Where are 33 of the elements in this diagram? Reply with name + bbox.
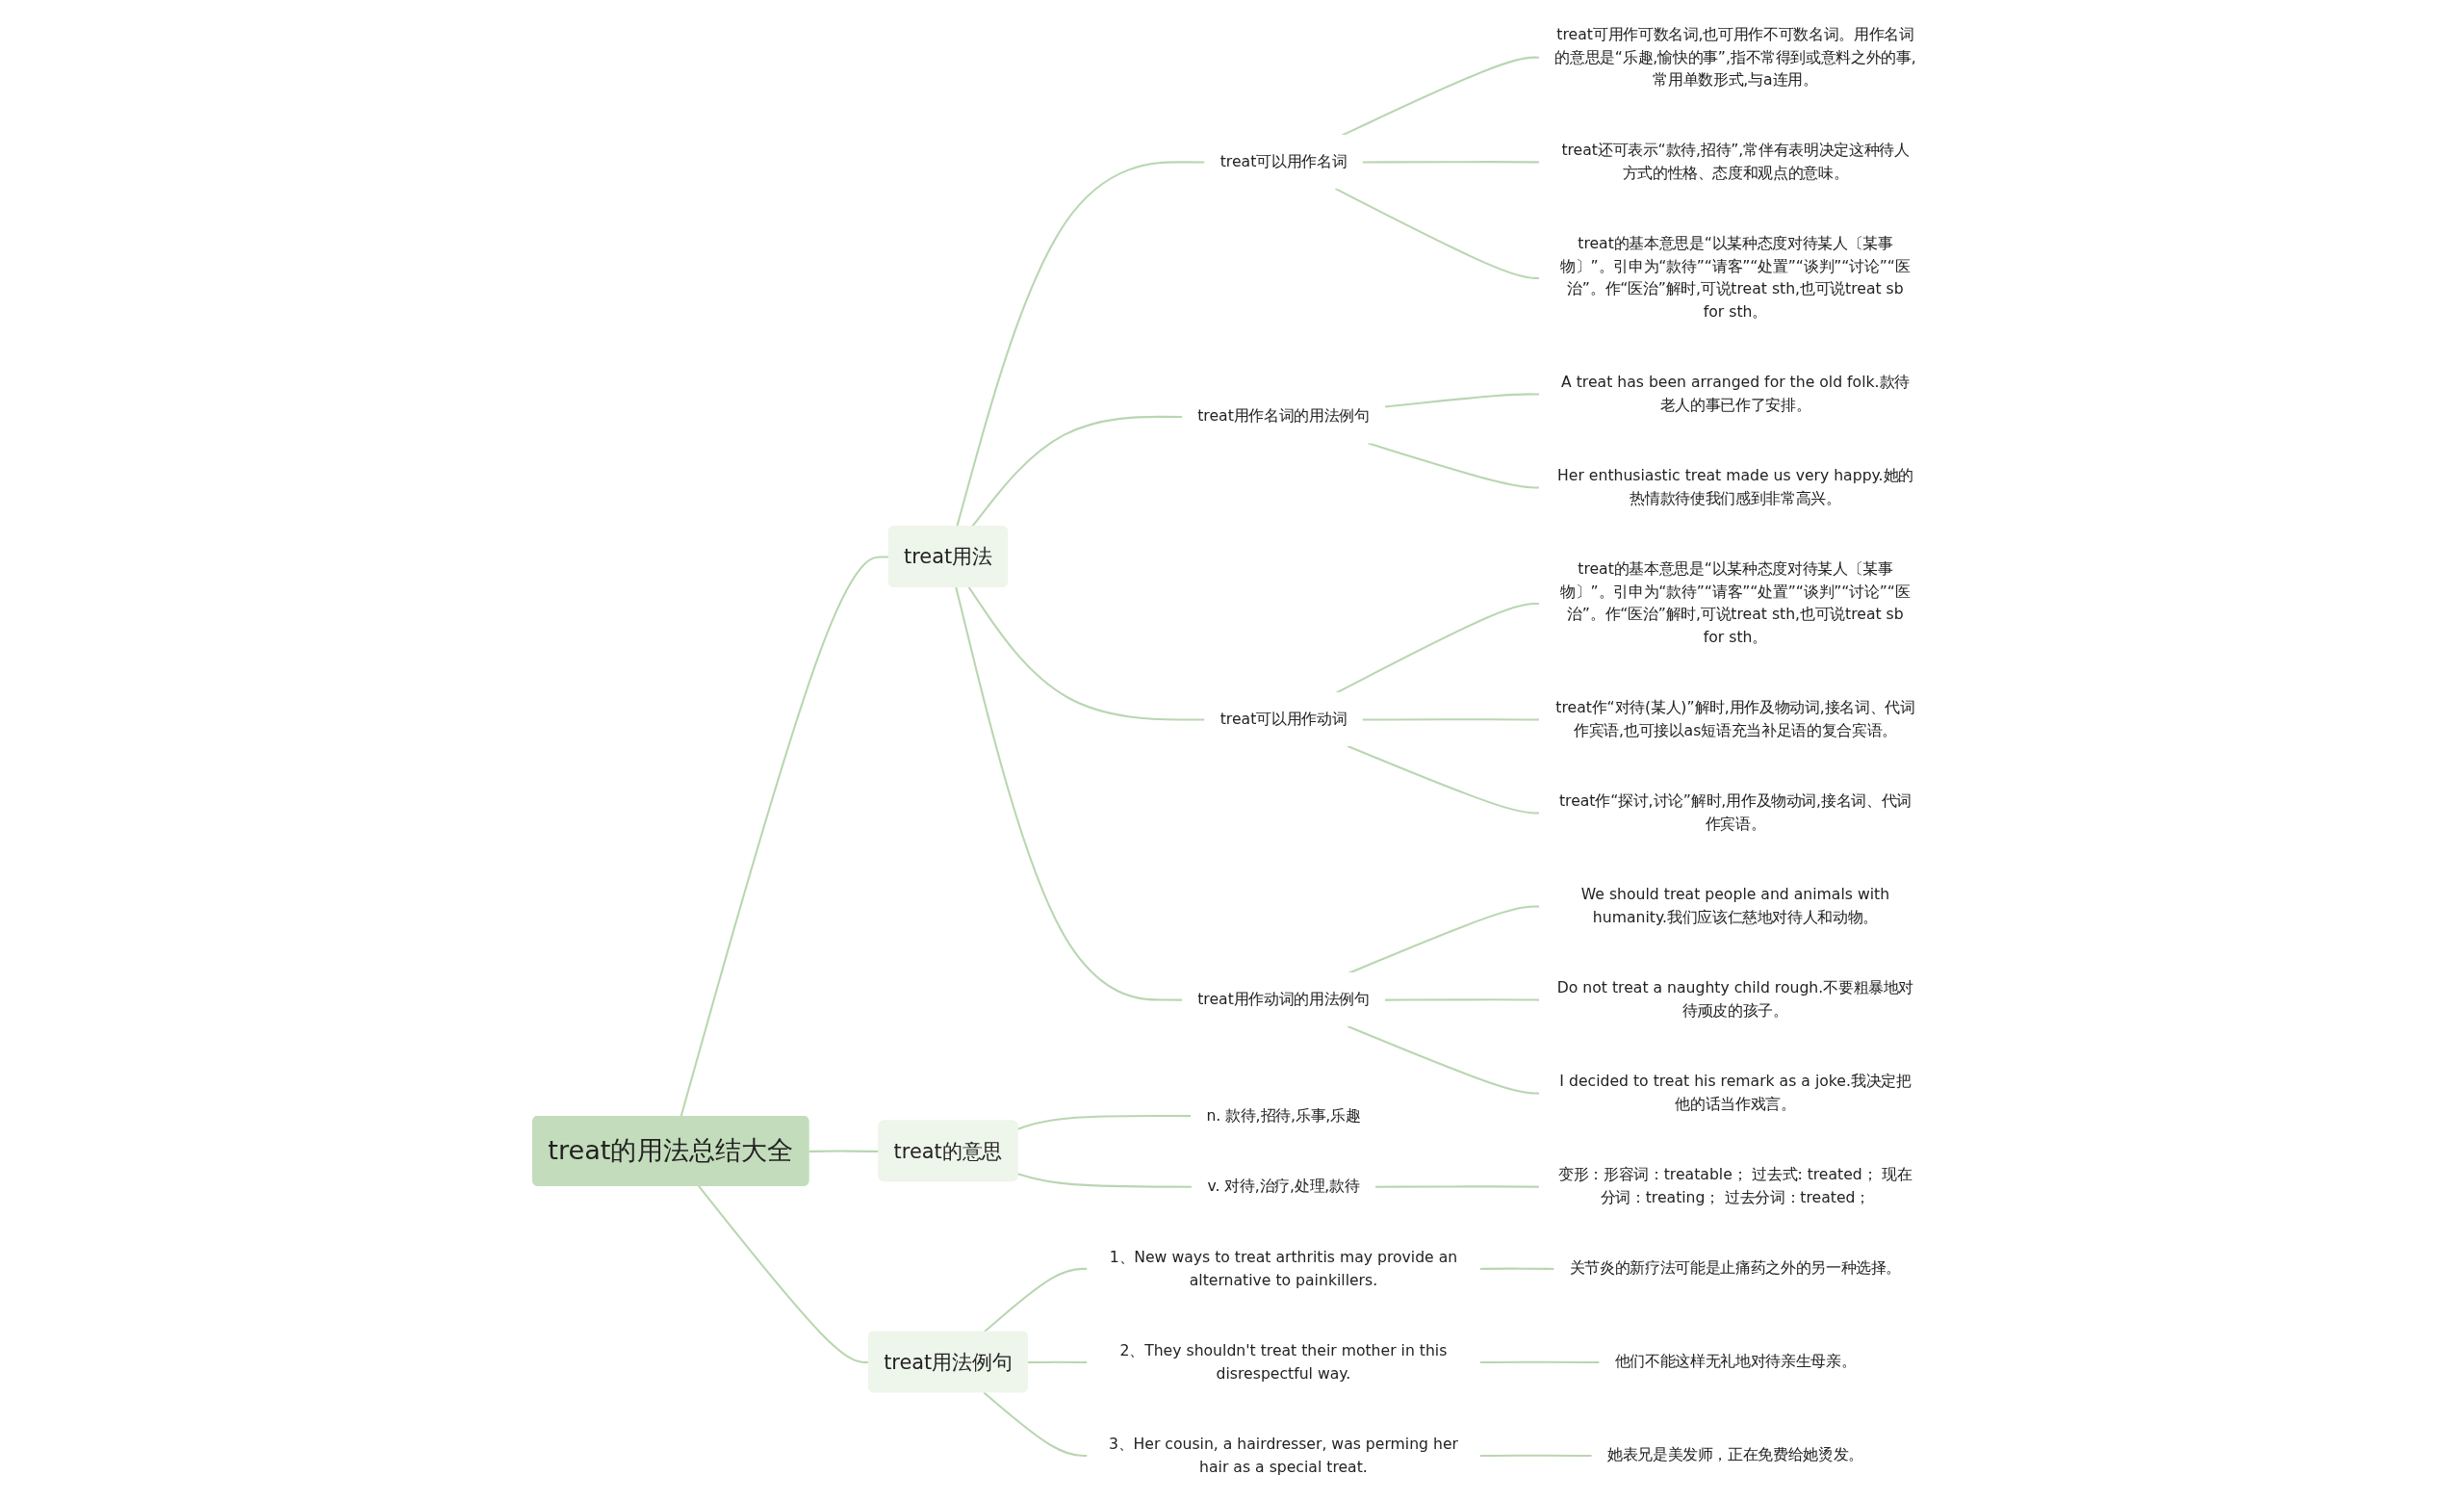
connector (680, 556, 889, 1118)
node-text: v. 对待,治疗,处理,款待 (1207, 1177, 1360, 1196)
node-text: A treat has been arranged for the old folk.款待老人的事已作了安排。 (1561, 373, 1910, 414)
node-text: treat用作动词的用法例句 (1197, 990, 1370, 1009)
node-text: 关节炎的新疗法可能是止痛药之外的另一种选择。 (1569, 1258, 1902, 1278)
node-text: 他们不能这样无礼地对待亲生母亲。 (1614, 1352, 1857, 1371)
connector (983, 1391, 1089, 1458)
connector (983, 1267, 1089, 1333)
node-text: 2、They shouldn't treat their mother in this disrespectful way. (1119, 1341, 1448, 1383)
node-text: treat可用作可数名词,也可用作不可数名词。用作名词的意思是“乐趣,愉快的事”,指不常得到或意料之外的事,常用单数形式,与a连用。 (1554, 25, 1916, 89)
node-text: Her enthusiastic treat made us very happy.她的热情款待使我们感到非常高兴。 (1557, 466, 1913, 507)
connector (956, 161, 1206, 528)
connector (1027, 1360, 1089, 1364)
node-text: treat可以用作名词 (1219, 152, 1348, 171)
node-text: 1、New ways to treat arthritis may provide an alternative to painkillers. (1109, 1248, 1458, 1289)
connector (1479, 1267, 1555, 1271)
node-text: treat的基本意思是“以某种态度对待某人〔某事物〕”。引申为“款待”“请客”“处置”“谈判”“讨论”“医治”。作“医治”解时,可说treat sth,也可说treat sb for sth。 (1560, 234, 1911, 321)
node-text: treat作“对待(某人)”解时,用作及物动词,接名词、代词作宾语,也可接以as短语充当补足语的复合宾语。 (1555, 698, 1915, 739)
node-text: treat可以用作动词 (1219, 710, 1348, 729)
node-text: treat作“探讨,讨论”解时,用作及物动词,接名词、代词作宾语。 (1558, 791, 1912, 833)
node-text: treat的基本意思是“以某种态度对待某人〔某事物〕”。引申为“款待”“请客”“处置”“谈判”“讨论”“医治”。作“医治”解时,可说treat sth,也可说treat sb for sth。 (1560, 559, 1911, 646)
connector (1479, 1454, 1593, 1458)
node-text: Do not treat a naughty child rough.不要粗暴地对待顽皮的孩子。 (1556, 978, 1914, 1020)
connector (967, 586, 1206, 721)
node-text: treat用作名词的用法例句 (1197, 406, 1370, 426)
node-text: 变形：形容词：treatable； 过去式: treated； 现在分词：treating； 过去分词：treated； (1558, 1165, 1912, 1207)
node-text: We should treat people and animals with humanity.我们应该仁慈地对待人和动物。 (1580, 885, 1890, 926)
connector (1479, 1360, 1601, 1364)
node-text: 她表兄是美发师，正在免费给她烫发。 (1606, 1445, 1863, 1464)
node-text: 3、Her cousin, a hairdresser, was perming her hair as a special treat. (1108, 1435, 1458, 1476)
node-text: treat还可表示“款待,招待”,常伴有表明决定这种待人方式的性格、态度和观点的意味。 (1561, 141, 1910, 182)
node-text: I decided to treat his remark as a joke.我决定把他的话当作戏言。 (1559, 1072, 1912, 1114)
node-text: n. 款待,招待,乐事,乐趣 (1206, 1105, 1361, 1125)
